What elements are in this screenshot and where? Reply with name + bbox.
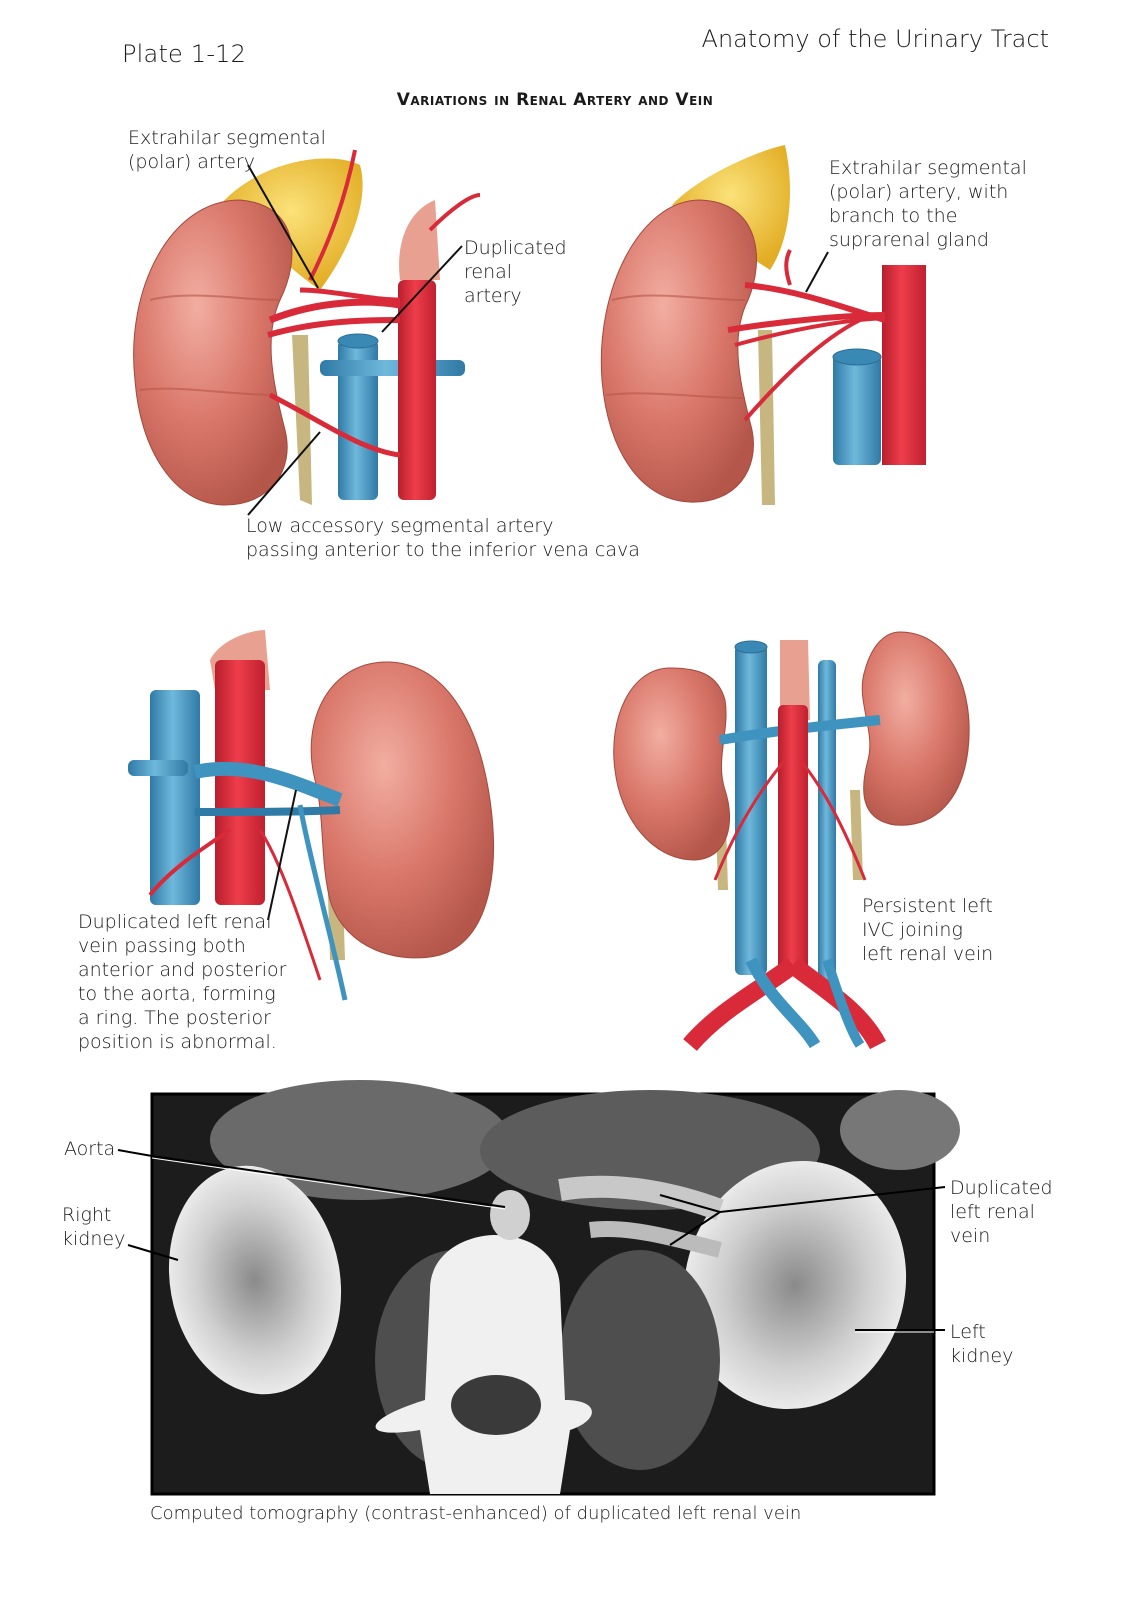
chapter-title: Anatomy of the Urinary Tract bbox=[701, 25, 1049, 53]
label-ct-aorta: Aorta bbox=[64, 1138, 116, 1160]
ct-caption: Computed tomography (contrast-enhanced) … bbox=[150, 1503, 802, 1524]
figure-title: Variations in Renal Artery and Vein bbox=[396, 90, 714, 110]
label-persistent-left-ivc: Persistent left IVC joining left renal v… bbox=[862, 895, 994, 965]
label-ct-duplicated-left-renal-vein: Duplicated left renal vein bbox=[950, 1177, 1053, 1247]
panel-top-left-illustration bbox=[133, 149, 481, 516]
label-low-accessory-segmental-artery: Low accessory segmental artery passing a… bbox=[246, 515, 640, 561]
panel-top-right-illustration bbox=[600, 145, 926, 505]
plate-number: Plate 1-12 bbox=[122, 40, 247, 68]
ct-scan-image bbox=[117, 1080, 960, 1496]
label-polar-artery-suprarenal-branch: Extrahilar segmental (polar) artery, wit… bbox=[829, 157, 1027, 251]
label-ct-left-kidney: Left kidney bbox=[950, 1321, 1014, 1367]
label-duplicated-renal-artery: Duplicated renal artery bbox=[464, 237, 567, 307]
panel-middle-left-illustration bbox=[128, 630, 494, 1001]
label-duplicated-left-renal-vein-ring: Duplicated left renal vein passing both … bbox=[78, 911, 287, 1053]
label-extrahilar-polar-artery: Extrahilar segmental (polar) artery bbox=[128, 127, 326, 173]
panel-middle-right-illustration bbox=[613, 631, 970, 1051]
label-ct-right-kidney: Right kidney bbox=[62, 1204, 126, 1250]
